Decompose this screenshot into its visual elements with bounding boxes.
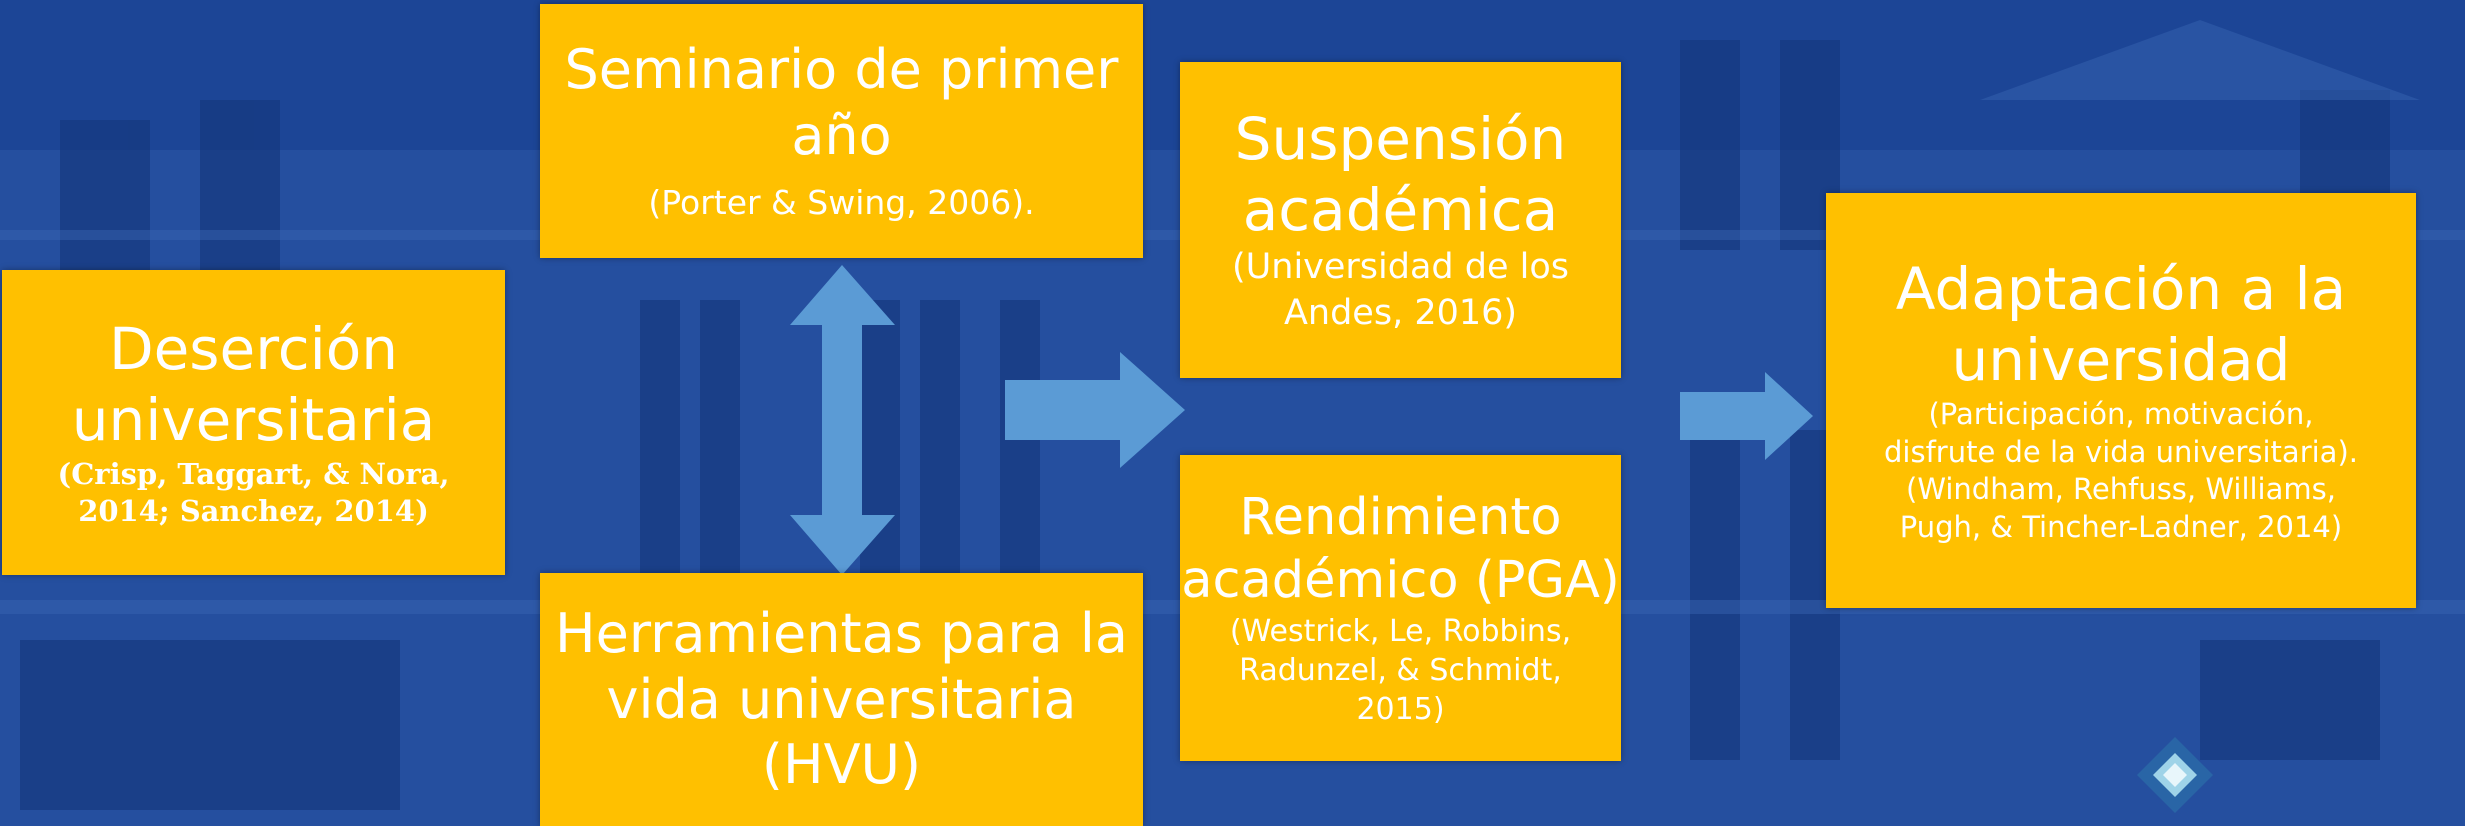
desercion-title-line: universitaria xyxy=(71,385,436,454)
adaptacion-citation: (Participación, motivación, disfrute de … xyxy=(1884,396,2358,547)
right-arrow-icon xyxy=(1005,352,1185,468)
adaptacion-citation-line: Pugh, & Tincher-Ladner, 2014) xyxy=(1899,509,2343,544)
double-arrow-icon xyxy=(790,265,895,575)
rendimiento-citation: (Westrick, Le, Robbins, Radunzel, & Schm… xyxy=(1230,612,1571,729)
rendimiento-title: Rendimiento académico (PGA) xyxy=(1181,487,1620,611)
desercion-box: Deserción universitaria (Crisp, Taggart,… xyxy=(2,270,505,575)
suspension-title-line: Suspensión xyxy=(1234,104,1567,173)
suspension-box: Suspensión académica (Universidad de los… xyxy=(1180,62,1621,378)
adaptacion-citation-line: (Participación, motivación, xyxy=(1928,396,2314,431)
rendimiento-citation-line: Radunzel, & Schmidt, xyxy=(1239,652,1562,688)
rendimiento-citation-line: 2015) xyxy=(1356,691,1445,727)
rendimiento-box: Rendimiento académico (PGA) (Westrick, L… xyxy=(1180,455,1621,761)
adaptacion-title-line: Adaptación a la xyxy=(1895,255,2347,324)
herramientas-title-line: vida universitaria xyxy=(606,667,1077,731)
suspension-title: Suspensión académica xyxy=(1235,104,1567,246)
rendimiento-title-line: académico (PGA) xyxy=(1181,550,1620,610)
seminario-box: Seminario de primer año (Porter & Swing,… xyxy=(540,4,1143,258)
adaptacion-box: Adaptación a la universidad (Participaci… xyxy=(1826,193,2416,608)
suspension-citation-line: Andes, 2016) xyxy=(1283,292,1518,333)
suspension-title-line: académica xyxy=(1242,175,1559,244)
rendimiento-citation-line: (Westrick, Le, Robbins, xyxy=(1229,613,1572,649)
seminario-citation: (Porter & Swing, 2006). xyxy=(648,182,1034,225)
herramientas-box: Herramientas para la vida universitaria … xyxy=(540,573,1143,826)
adaptacion-title-line: universidad xyxy=(1951,326,2291,395)
seminario-title-line: Seminario de primer xyxy=(564,37,1119,101)
herramientas-title: Herramientas para la vida universitaria … xyxy=(555,601,1128,799)
seminario-title-line: año xyxy=(791,103,892,167)
seminario-citation-line: (Porter & Swing, 2006). xyxy=(648,183,1035,223)
desercion-title-line: Deserción xyxy=(108,315,399,384)
adaptacion-citation-line: (Windham, Rehfuss, Williams, xyxy=(1906,472,2336,507)
diamond-logo-icon xyxy=(2137,737,2213,813)
rendimiento-title-line: Rendimiento xyxy=(1239,488,1562,548)
desercion-citation: (Crisp, Taggart, & Nora, 2014; Sanchez, … xyxy=(58,456,450,531)
right-arrow-icon xyxy=(1680,372,1813,460)
herramientas-title-line: Herramientas para la xyxy=(555,601,1128,665)
desercion-title: Deserción universitaria xyxy=(72,314,436,456)
desercion-citation-line: (Crisp, Taggart, & Nora, xyxy=(57,456,450,491)
desercion-citation-line: 2014; Sanchez, 2014) xyxy=(78,494,429,529)
herramientas-title-line: (HVU) xyxy=(761,733,922,797)
suspension-citation: (Universidad de los Andes, 2016) xyxy=(1232,245,1569,336)
adaptacion-title: Adaptación a la universidad xyxy=(1896,254,2346,396)
seminario-title: Seminario de primer año xyxy=(564,37,1118,169)
adaptacion-citation-line: disfrute de la vida universitaria). xyxy=(1884,434,2358,469)
suspension-citation-line: (Universidad de los xyxy=(1231,247,1570,288)
